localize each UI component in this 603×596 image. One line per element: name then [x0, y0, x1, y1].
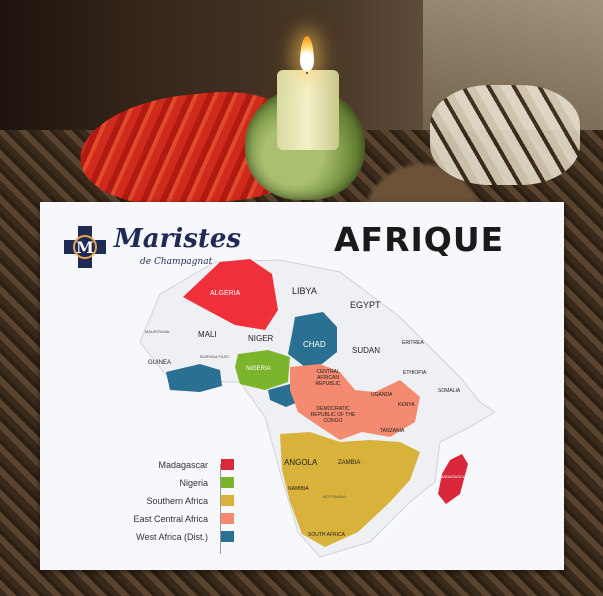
legend-label: Nigeria: [179, 478, 208, 488]
label-somalia: SOMALIA: [438, 388, 461, 394]
label-uganda: UGANDA: [371, 392, 393, 398]
label-libya: LIBYA: [292, 286, 317, 296]
legend-item: Southern Africa: [124, 494, 234, 512]
africa-map-poster: M Maristes de Champagnat AFRIQUE ALGERIA…: [40, 202, 564, 570]
map-legend: Madagascar Nigeria Southern Africa East …: [124, 458, 234, 548]
legend-swatch: [221, 513, 234, 524]
label-egypt: EGYPT: [350, 300, 381, 310]
legend-swatch: [221, 477, 234, 488]
label-mali: MALI: [198, 330, 217, 339]
label-sudan: SUDAN: [352, 346, 381, 355]
brand-name: Maristes: [114, 224, 242, 254]
east-central-shape: [290, 364, 420, 440]
legend-divider: [220, 464, 221, 554]
marist-logo: M: [62, 224, 108, 270]
legend-swatch: [221, 531, 234, 542]
algeria-shape: [183, 259, 278, 330]
legend-item: Madagascar: [124, 458, 234, 476]
label-drc: DEMOCRATIC REPUBLIC OF THE CONGO: [310, 406, 356, 424]
label-botswana: BOTSWANA: [323, 494, 346, 499]
label-namibia: NAMIBIA: [288, 486, 309, 492]
legend-swatch: [221, 495, 234, 506]
label-car: CENTRAL AFRICAN REPUBLIC: [315, 369, 341, 387]
candle: [277, 70, 339, 150]
legend-label: Madagascar: [158, 460, 208, 470]
legend-label: Southern Africa: [146, 496, 208, 506]
candle-flame: [300, 36, 314, 72]
legend-swatch: [221, 459, 234, 470]
label-nigeria: NIGERIA: [246, 366, 271, 372]
legend-label: West Africa (Dist.): [136, 532, 208, 542]
label-mauritania: MAURITANIA: [145, 329, 170, 334]
svg-text:M: M: [76, 238, 94, 257]
poster-title: AFRIQUE: [334, 220, 505, 259]
label-kenya: KENYA: [398, 402, 415, 408]
label-tanzania: TANZANIA: [380, 428, 405, 434]
legend-item: West Africa (Dist.): [124, 530, 234, 548]
west-africa-shape: [166, 364, 222, 392]
label-south-africa: SOUTH AFRICA: [308, 532, 345, 538]
africa-map: [139, 259, 496, 558]
label-guinea: GUINEA: [148, 360, 172, 366]
label-burkina: BURKINA FASO: [200, 354, 230, 359]
label-niger: NIGER: [248, 334, 274, 343]
label-angola: ANGOLA: [284, 458, 318, 467]
legend-item: Nigeria: [124, 476, 234, 494]
label-chad: CHAD: [303, 340, 326, 349]
label-zambia: ZAMBIA: [338, 460, 361, 466]
madagascar-shape: [438, 454, 468, 504]
brand-subtitle: de Champagnat: [140, 257, 213, 267]
marist-cross-icon: M: [64, 226, 106, 268]
label-ethiopia: ETHIOPIA: [403, 370, 427, 376]
southern-africa-shape: [280, 432, 420, 547]
legend-item: East Central Africa: [124, 512, 234, 530]
nigeria-shape: [235, 350, 290, 390]
label-eritrea: ERITREA: [402, 340, 424, 346]
label-algeria: ALGERIA: [210, 290, 241, 297]
patterned-cloth: [430, 85, 580, 185]
label-madagascar: MADAGASCAR: [440, 474, 469, 479]
legend-label: East Central Africa: [133, 514, 208, 524]
chad-shape: [288, 312, 337, 367]
